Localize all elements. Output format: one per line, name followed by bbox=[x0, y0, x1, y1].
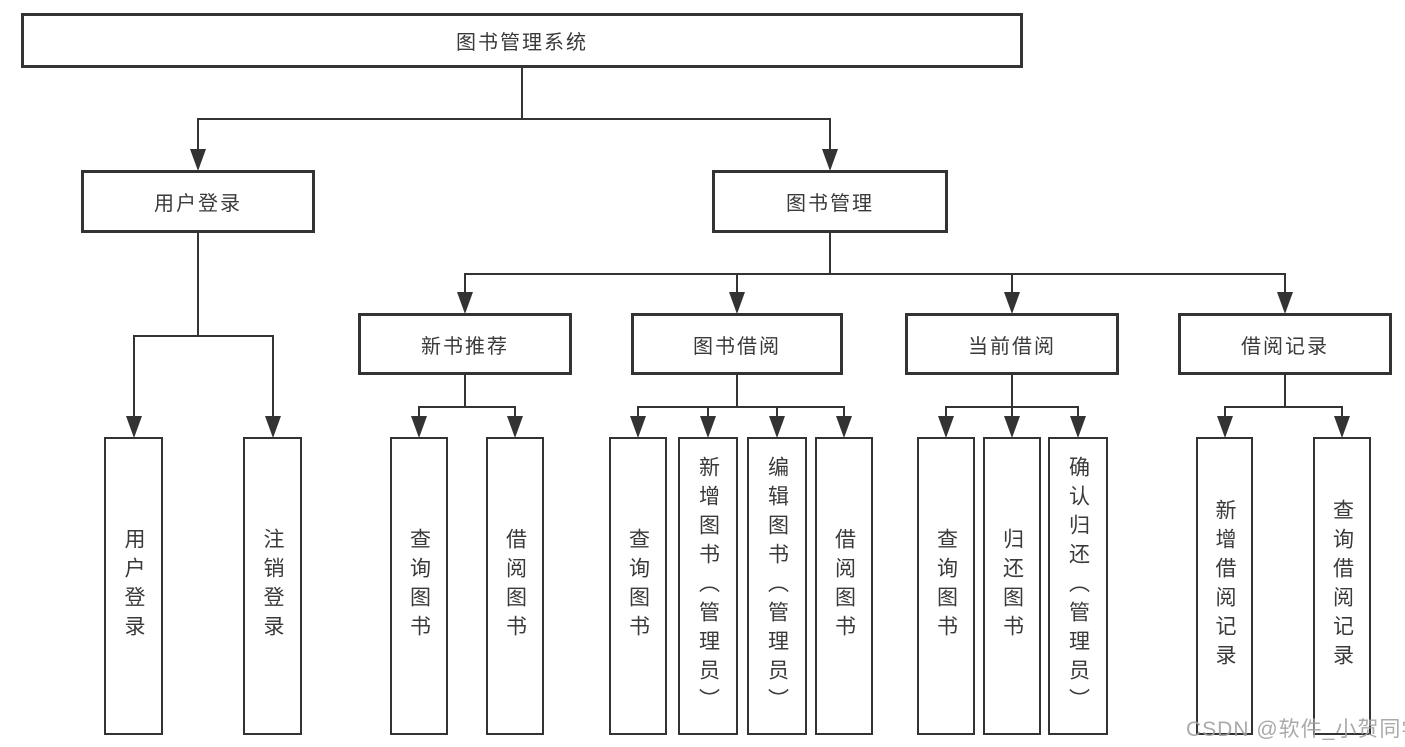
arrow-down-icon bbox=[836, 416, 852, 438]
connector-drop-current-borrow bbox=[1011, 273, 1013, 293]
connector-drop-book-mgmt bbox=[829, 118, 831, 150]
node-root-label: 图书管理系统 bbox=[456, 32, 588, 54]
connector-drop-confirm-return bbox=[1077, 406, 1079, 417]
node-new-book-rec-label: 新书推荐 bbox=[421, 335, 509, 358]
connector-drop-query-books-2 bbox=[637, 406, 639, 417]
node-query-books-2-label: 查询图书 bbox=[626, 528, 650, 644]
connector-stub-book-mgmt bbox=[829, 233, 831, 275]
node-borrow-books-1-box: 借阅图书 bbox=[486, 437, 544, 735]
node-user-login-box: 用户登录 bbox=[81, 170, 315, 233]
connector-bus-root bbox=[197, 118, 831, 120]
node-query-books-3-label: 查询图书 bbox=[934, 528, 958, 644]
connector-bus-new-book-rec bbox=[418, 406, 516, 408]
connector-drop-logout bbox=[271, 335, 274, 417]
arrow-down-icon bbox=[457, 292, 473, 314]
node-new-book-rec-box: 新书推荐 bbox=[358, 313, 572, 375]
node-confirm-return-label: 确认归还（管理员） bbox=[1066, 455, 1090, 717]
connector-drop-query-books-1 bbox=[418, 406, 420, 417]
node-login-box: 用户登录 bbox=[104, 437, 163, 735]
connector-drop-return-books bbox=[1011, 406, 1013, 417]
node-logout-box: 注销登录 bbox=[243, 437, 302, 735]
node-book-borrow-label: 图书借阅 bbox=[693, 335, 781, 358]
connector-stub-current-borrow bbox=[1011, 375, 1013, 408]
connector-bus-user-login bbox=[132, 335, 274, 337]
node-book-mgmt-box: 图书管理 bbox=[712, 170, 948, 233]
node-borrow-records-box: 借阅记录 bbox=[1178, 313, 1392, 375]
connector-drop-edit-books bbox=[776, 406, 778, 417]
arrow-down-icon bbox=[411, 416, 427, 438]
arrow-down-icon bbox=[822, 149, 838, 171]
node-user-login-label: 用户登录 bbox=[154, 193, 242, 215]
connector-stub-book-borrow bbox=[736, 375, 738, 408]
connector-stub-new-book-rec bbox=[464, 375, 466, 408]
arrow-down-icon bbox=[1216, 416, 1233, 438]
node-borrow-records-label: 借阅记录 bbox=[1241, 335, 1329, 358]
node-return-books-label: 归还图书 bbox=[1000, 528, 1024, 644]
node-login-label: 用户登录 bbox=[122, 528, 145, 644]
node-current-borrow-label: 当前借阅 bbox=[968, 335, 1056, 358]
arrow-down-icon bbox=[1070, 416, 1086, 438]
node-borrow-books-1-label: 借阅图书 bbox=[503, 528, 527, 644]
node-borrow-books-2-box: 借阅图书 bbox=[815, 437, 873, 735]
connector-drop-new-book-rec bbox=[464, 273, 466, 293]
node-add-borrow-record-box: 新增借阅记录 bbox=[1196, 437, 1253, 735]
node-root-box: 图书管理系统 bbox=[21, 13, 1023, 68]
connector-drop-user-login bbox=[197, 118, 199, 150]
node-confirm-return-box: 确认归还（管理员） bbox=[1048, 437, 1108, 735]
node-query-borrow-record-label: 查询借阅记录 bbox=[1330, 499, 1354, 673]
connector-bus-borrow-records bbox=[1223, 406, 1343, 408]
arrow-down-icon bbox=[190, 149, 206, 171]
connector-drop-borrow-books-1 bbox=[514, 406, 516, 417]
connector-drop-borrow-records bbox=[1284, 273, 1286, 293]
arrow-down-icon bbox=[125, 416, 142, 438]
arrow-down-icon bbox=[769, 416, 785, 438]
node-query-books-1-box: 查询图书 bbox=[390, 437, 448, 735]
node-query-borrow-record-box: 查询借阅记录 bbox=[1313, 437, 1371, 735]
connector-drop-book-borrow bbox=[736, 273, 738, 293]
node-return-books-box: 归还图书 bbox=[983, 437, 1041, 735]
csdn-watermark: CSDN @软件_小贺同学 bbox=[1186, 718, 1405, 741]
node-book-borrow-box: 图书借阅 bbox=[631, 313, 843, 375]
arrow-down-icon bbox=[700, 416, 716, 438]
node-add-books-box: 新增图书（管理员） bbox=[678, 437, 738, 735]
connector-drop-add-books bbox=[707, 406, 709, 417]
arrow-down-icon bbox=[1004, 416, 1020, 438]
connector-bus-book-borrow bbox=[637, 406, 845, 408]
node-current-borrow-box: 当前借阅 bbox=[905, 313, 1119, 375]
connector-bus-book-mgmt bbox=[464, 273, 1286, 275]
node-book-mgmt-label: 图书管理 bbox=[786, 193, 874, 215]
arrow-down-icon bbox=[729, 292, 745, 314]
connector-stub-borrow-records bbox=[1284, 375, 1286, 408]
node-add-books-label: 新增图书（管理员） bbox=[696, 455, 720, 717]
arrow-down-icon bbox=[1334, 416, 1350, 438]
node-query-books-1-label: 查询图书 bbox=[407, 528, 431, 644]
arrow-down-icon bbox=[630, 416, 646, 438]
arrow-down-icon bbox=[1004, 292, 1020, 314]
node-add-borrow-record-label: 新增借阅记录 bbox=[1213, 499, 1236, 673]
connector-stub-user-login bbox=[197, 233, 199, 337]
connector-drop-login bbox=[132, 335, 135, 417]
node-logout-label: 注销登录 bbox=[261, 528, 284, 644]
connector-drop-borrow-books-2 bbox=[843, 406, 845, 417]
connector-drop-query-books-3 bbox=[945, 406, 947, 417]
connector-drop-add-borrow-record bbox=[1223, 406, 1226, 417]
node-borrow-books-2-label: 借阅图书 bbox=[832, 528, 856, 644]
arrow-down-icon bbox=[938, 416, 954, 438]
arrow-down-icon bbox=[264, 416, 281, 438]
arrow-down-icon bbox=[1277, 292, 1293, 314]
node-edit-books-label: 编辑图书（管理员） bbox=[765, 455, 789, 717]
node-query-books-2-box: 查询图书 bbox=[609, 437, 667, 735]
connector-stub-root bbox=[521, 68, 523, 120]
connector-drop-query-borrow-record bbox=[1341, 406, 1343, 417]
node-query-books-3-box: 查询图书 bbox=[917, 437, 975, 735]
arrow-down-icon bbox=[507, 416, 523, 438]
node-edit-books-box: 编辑图书（管理员） bbox=[747, 437, 807, 735]
